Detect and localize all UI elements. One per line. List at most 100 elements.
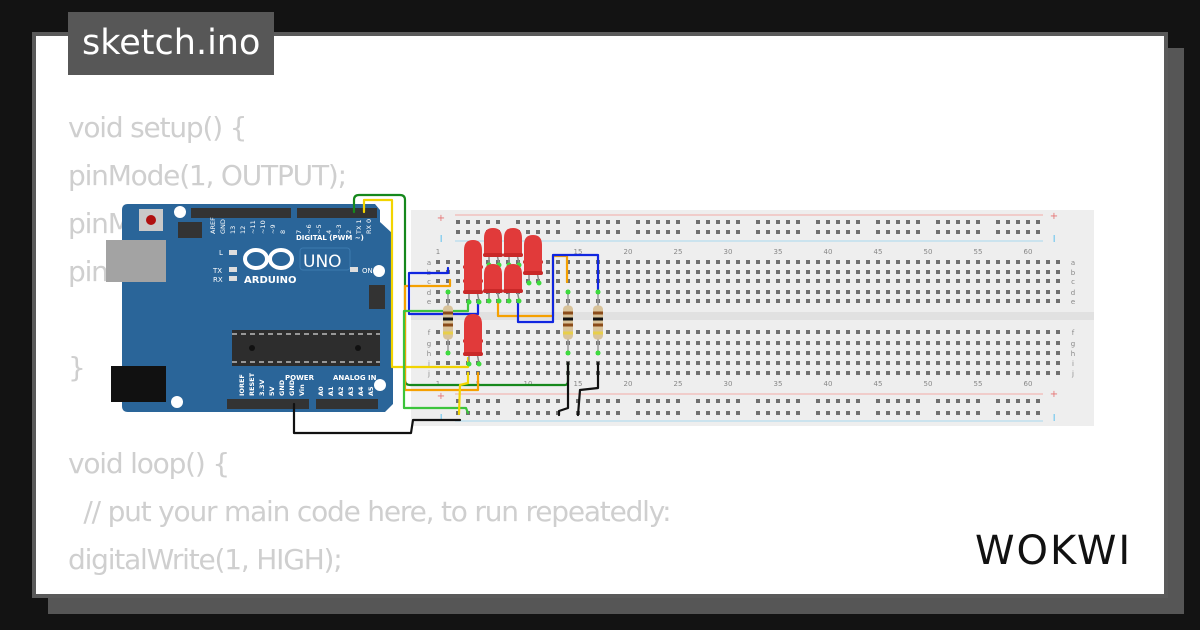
rail-hole[interactable] [696,220,700,224]
breadboard-hole[interactable] [836,341,840,345]
breadboard-hole[interactable] [626,260,630,264]
rail-hole[interactable] [696,399,700,403]
rail-hole[interactable] [526,230,530,234]
breadboard-hole[interactable] [826,330,830,334]
breadboard-hole[interactable] [706,279,710,283]
rail-hole[interactable] [536,230,540,234]
breadboard-hole[interactable] [1056,299,1060,303]
breadboard-hole[interactable] [926,341,930,345]
rail-hole[interactable] [956,220,960,224]
breadboard-hole[interactable] [1036,371,1040,375]
breadboard-hole[interactable] [456,260,460,264]
breadboard-hole[interactable] [976,330,980,334]
breadboard-hole[interactable] [866,290,870,294]
rail-hole[interactable] [976,411,980,415]
rail-hole[interactable] [976,220,980,224]
breadboard-hole[interactable] [806,371,810,375]
rail-hole[interactable] [826,399,830,403]
breadboard-hole[interactable] [1056,330,1060,334]
breadboard-hole[interactable] [646,351,650,355]
rail-hole[interactable] [526,411,530,415]
rail-hole[interactable] [756,230,760,234]
rail-hole[interactable] [476,399,480,403]
breadboard-hole[interactable] [436,260,440,264]
breadboard-hole[interactable] [886,290,890,294]
breadboard-hole[interactable] [666,330,670,334]
breadboard-hole[interactable] [886,330,890,334]
rail-hole[interactable] [1016,399,1020,403]
resistor[interactable] [443,289,453,356]
breadboard-hole[interactable] [776,361,780,365]
rail-hole[interactable] [996,411,1000,415]
breadboard-hole[interactable] [946,361,950,365]
breadboard-hole[interactable] [806,299,810,303]
breadboard-hole[interactable] [546,330,550,334]
rail-hole[interactable] [896,220,900,224]
breadboard-hole[interactable] [886,371,890,375]
rail-hole[interactable] [886,411,890,415]
breadboard-hole[interactable] [816,351,820,355]
breadboard-hole[interactable] [846,351,850,355]
breadboard-hole[interactable] [676,361,680,365]
rail-hole[interactable] [646,230,650,234]
breadboard-hole[interactable] [456,279,460,283]
breadboard-hole[interactable] [746,290,750,294]
rail-hole[interactable] [636,399,640,403]
breadboard-hole[interactable] [626,270,630,274]
breadboard-hole[interactable] [696,371,700,375]
breadboard-hole[interactable] [806,361,810,365]
rail-hole[interactable] [906,230,910,234]
rail-hole[interactable] [556,399,560,403]
breadboard-hole[interactable] [876,299,880,303]
breadboard-hole[interactable] [626,371,630,375]
breadboard-hole[interactable] [836,299,840,303]
breadboard-hole[interactable] [936,270,940,274]
breadboard-hole[interactable] [886,260,890,264]
breadboard-hole[interactable] [1056,351,1060,355]
rail-hole[interactable] [526,220,530,224]
breadboard-hole[interactable] [456,371,460,375]
breadboard-hole[interactable] [706,371,710,375]
rail-hole[interactable] [496,220,500,224]
breadboard-hole[interactable] [616,299,620,303]
breadboard-hole[interactable] [646,279,650,283]
rail-hole[interactable] [726,411,730,415]
breadboard-hole[interactable] [586,371,590,375]
rail-hole[interactable] [816,220,820,224]
rail-hole[interactable] [616,230,620,234]
rail-hole[interactable] [736,411,740,415]
breadboard-hole[interactable] [856,290,860,294]
rail-hole[interactable] [586,220,590,224]
breadboard-hole[interactable] [916,260,920,264]
breadboard-hole[interactable] [1026,371,1030,375]
breadboard-hole[interactable] [856,299,860,303]
breadboard-hole[interactable] [866,341,870,345]
breadboard-hole[interactable] [706,341,710,345]
breadboard-hole[interactable] [746,330,750,334]
breadboard-hole[interactable] [606,260,610,264]
breadboard-hole[interactable] [1006,341,1010,345]
breadboard-hole[interactable] [616,351,620,355]
breadboard-hole[interactable] [1036,351,1040,355]
breadboard-hole[interactable] [996,290,1000,294]
breadboard-hole[interactable] [816,330,820,334]
breadboard-hole[interactable] [726,260,730,264]
breadboard-hole[interactable] [646,371,650,375]
breadboard-hole[interactable] [956,270,960,274]
rail-hole[interactable] [906,220,910,224]
breadboard-hole[interactable] [866,361,870,365]
breadboard-hole[interactable] [726,330,730,334]
breadboard-hole[interactable] [826,351,830,355]
breadboard-hole[interactable] [736,270,740,274]
breadboard-hole[interactable] [826,361,830,365]
breadboard-hole[interactable] [556,260,560,264]
rail-hole[interactable] [826,411,830,415]
breadboard-hole[interactable] [986,279,990,283]
breadboard-hole[interactable] [936,330,940,334]
breadboard-hole[interactable] [676,371,680,375]
breadboard-hole[interactable] [796,270,800,274]
breadboard-hole[interactable] [956,351,960,355]
breadboard-hole[interactable] [686,270,690,274]
breadboard-hole[interactable] [946,330,950,334]
rail-hole[interactable] [946,411,950,415]
